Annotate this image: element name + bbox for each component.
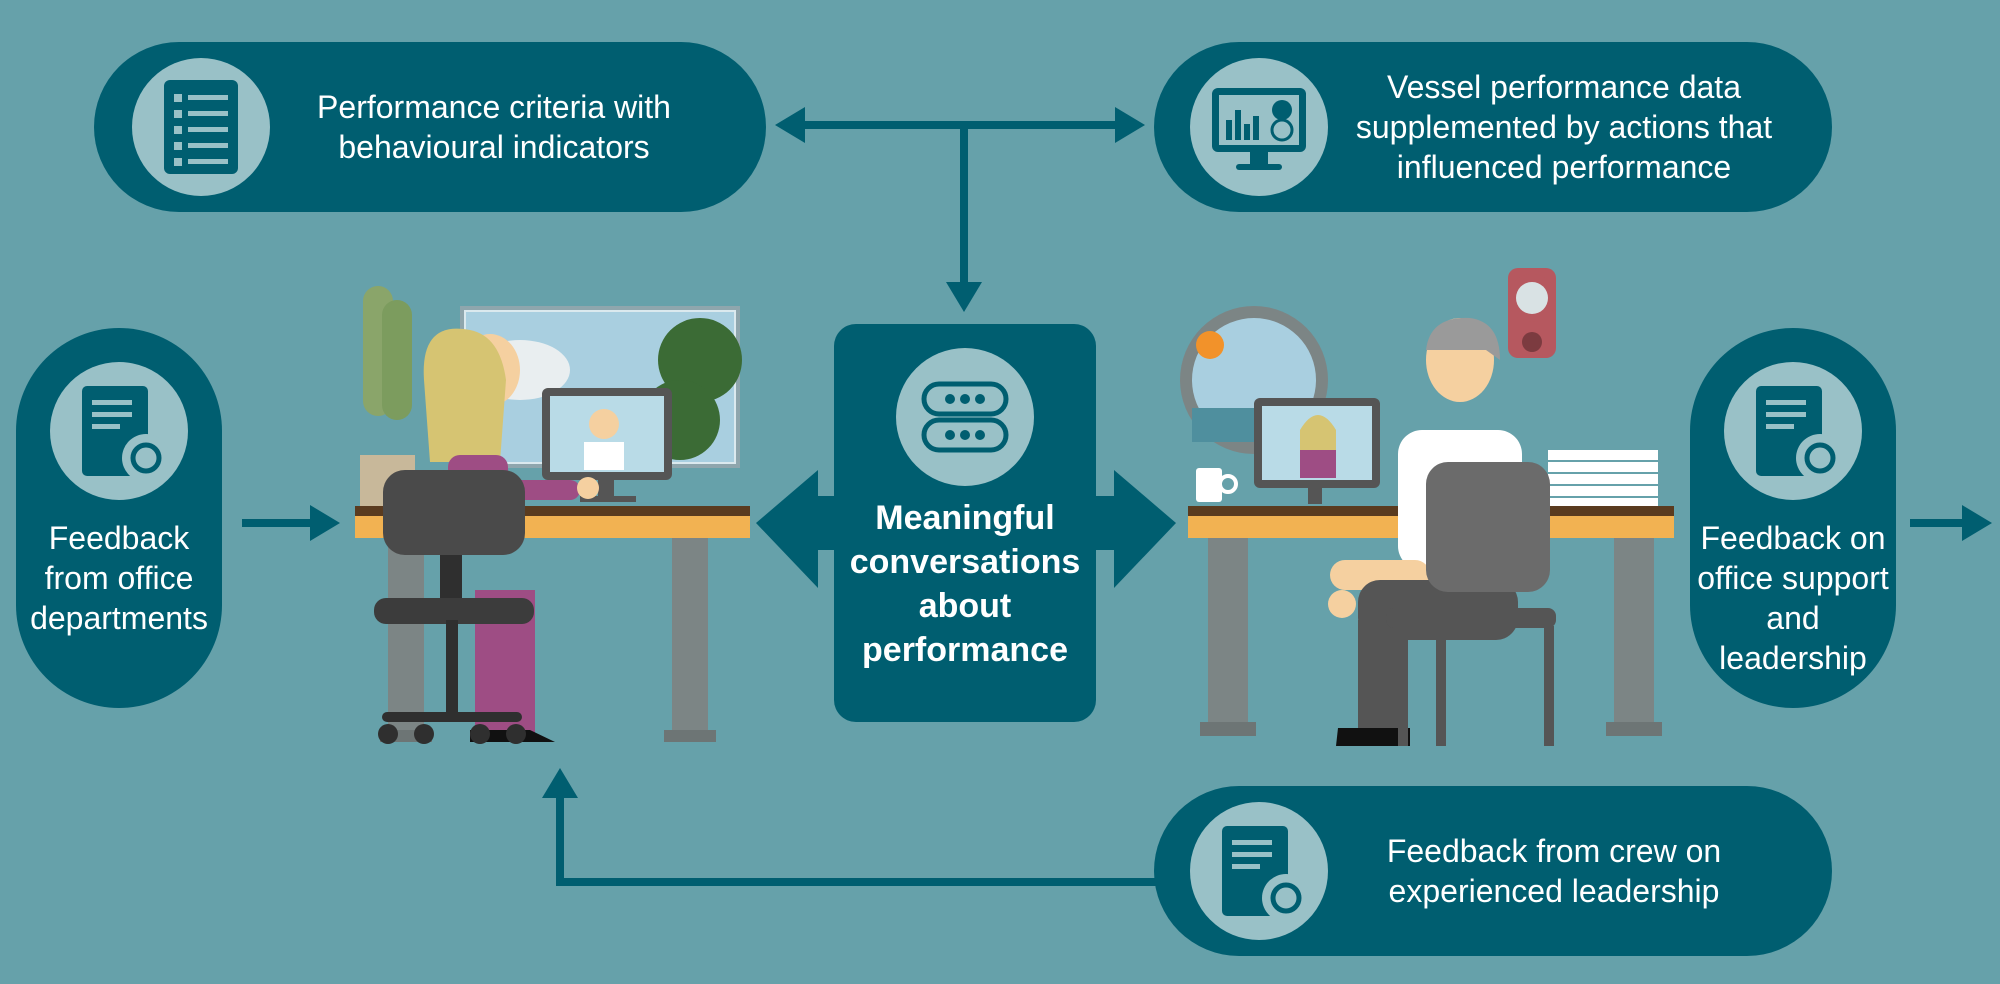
vessel-label: Vessel performance data supplemented by … <box>1355 69 1773 185</box>
right-desk <box>1188 506 1674 736</box>
bottom-return-arrow <box>542 768 1160 886</box>
left-in-arrow <box>242 505 340 541</box>
right-out-arrow <box>1910 505 1992 541</box>
monitor-chart-icon <box>1190 58 1328 196</box>
paper-stack <box>1548 450 1658 506</box>
office-chair <box>374 470 534 744</box>
document-refresh-icon-left <box>50 362 188 500</box>
checklist-icon <box>132 58 270 196</box>
crew-feedback-label: Feedback from crew on experienced leader… <box>1386 833 1722 909</box>
office-feedback-label: Feedback from office departments <box>30 520 208 636</box>
coffee-mug <box>1196 468 1238 502</box>
wall-clock <box>1508 268 1556 358</box>
office-support-label: Feedback on office support and leadershi… <box>1697 520 1889 676</box>
chat-bubbles-icon <box>896 348 1034 486</box>
captain-monitor <box>1254 398 1380 504</box>
criteria-label: Performance criteria with behavioural in… <box>317 89 671 165</box>
video-call-monitor <box>542 388 672 502</box>
document-refresh-icon-right <box>1724 362 1862 500</box>
top-double-arrow <box>775 107 1145 312</box>
captain-chair <box>1386 462 1556 746</box>
document-refresh-icon-bottom <box>1190 802 1328 940</box>
center-label: Meaningful conversations about performan… <box>849 499 1081 669</box>
